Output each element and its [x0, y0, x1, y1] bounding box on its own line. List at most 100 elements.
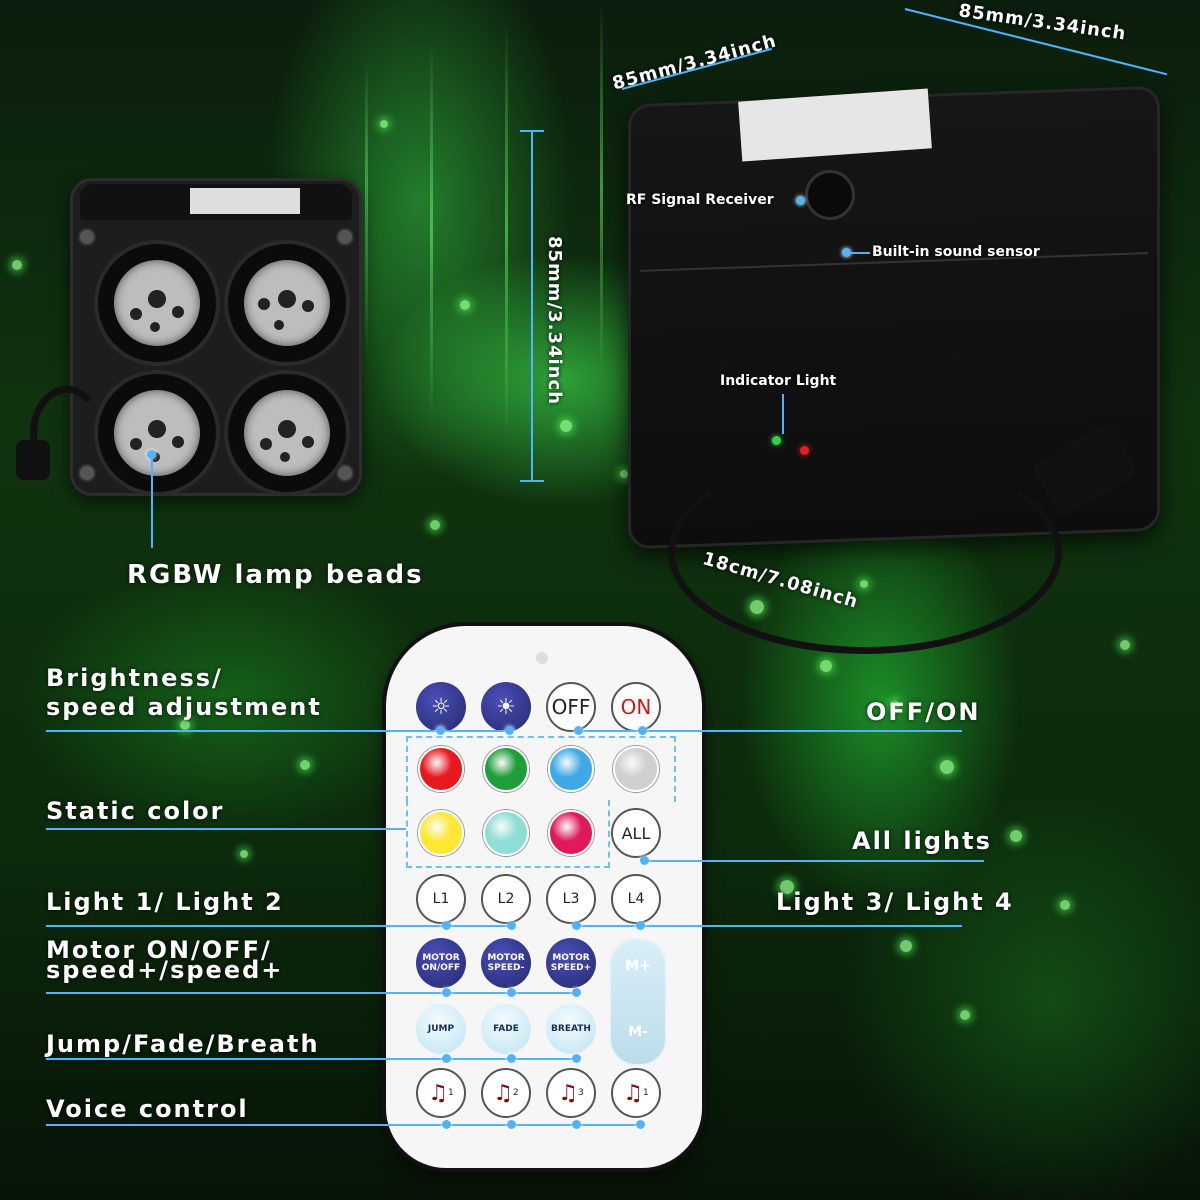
callout-dot — [574, 726, 583, 735]
callout-dot — [572, 988, 581, 997]
dimension-tick — [520, 480, 544, 482]
blue-color-button[interactable] — [546, 744, 596, 794]
rf-receiver-knob — [805, 170, 855, 220]
lamp-port-2 — [224, 240, 350, 366]
brightness-callout-line2: speed adjustment — [46, 693, 322, 721]
music-note-icon: ♫ — [493, 1080, 513, 1106]
callout-dot — [505, 726, 514, 735]
green-led-icon — [772, 436, 781, 445]
screw-icon — [78, 228, 96, 246]
static-color-group — [406, 736, 676, 802]
callout-line — [782, 394, 784, 434]
yellow-color-swatch — [418, 810, 464, 856]
motor-onoff-label-1: MOTOR — [422, 953, 460, 963]
mode-rocker: M+ M- — [609, 938, 667, 1066]
cyan-color-swatch — [483, 810, 529, 856]
offon-callout: OFF/ON — [866, 698, 981, 726]
jump-button[interactable]: JUMP — [416, 1004, 466, 1054]
callout-dot — [442, 1054, 451, 1063]
mode-minus-button[interactable]: M- — [628, 1024, 648, 1040]
motor-callout-line2: speed+/speed+ — [46, 956, 284, 984]
height-dimension-label: 85mm/3.34inch — [544, 235, 566, 406]
yellow-color-button[interactable] — [416, 808, 466, 858]
callout-line — [46, 1124, 642, 1126]
voice-mode-number: 1 — [448, 1088, 454, 1098]
callout-dot — [507, 988, 516, 997]
callout-dot — [842, 248, 851, 257]
off-button[interactable]: OFF — [546, 682, 596, 732]
callout-line — [46, 1058, 578, 1060]
callout-dot — [507, 921, 516, 930]
voice-mode-3-button[interactable]: ♫3 — [546, 1068, 596, 1118]
callout-line — [576, 925, 962, 927]
brightness-up-button[interactable]: ☼ — [416, 682, 466, 732]
motor-speed-plus-label-1: MOTOR — [552, 953, 590, 963]
voice-mode-4-button[interactable]: ♫1 — [611, 1068, 661, 1118]
callout-dot — [638, 726, 647, 735]
motor-callout: Motor ON/OFF/ speed+/speed+ — [46, 938, 284, 984]
voice-mode-2-button[interactable]: ♫2 — [481, 1068, 531, 1118]
light-2-button[interactable]: L2 — [481, 874, 531, 924]
height-dimension-line — [531, 130, 533, 480]
callout-dot — [442, 1120, 451, 1129]
ir-window — [536, 652, 548, 664]
brightness-callout-line1: Brightness/ — [46, 664, 223, 692]
lamp-port-3 — [94, 370, 220, 496]
screw-icon — [336, 464, 354, 482]
width-dimension-right: 85mm/3.34inch — [957, 0, 1128, 45]
brightness-callout: Brightness/ speed adjustment — [46, 664, 322, 722]
callout-line — [151, 456, 153, 548]
music-note-icon: ♫ — [428, 1080, 448, 1106]
green-color-button[interactable] — [481, 744, 531, 794]
rf-receiver-label: RF Signal Receiver — [626, 192, 774, 208]
callout-line — [850, 252, 870, 254]
static-color-callout: Static color — [46, 797, 225, 825]
callout-line — [644, 860, 984, 862]
static-color-group — [406, 800, 610, 868]
sound-sensor-label: Built-in sound sensor — [872, 244, 1040, 260]
on-button[interactable]: ON — [611, 682, 661, 732]
callout-line — [578, 730, 962, 732]
magenta-color-button[interactable] — [546, 808, 596, 858]
callout-dot — [436, 726, 445, 735]
music-note-icon: ♫ — [558, 1080, 578, 1106]
green-color-swatch — [483, 746, 529, 792]
power-cable — [668, 450, 1062, 654]
all-lights-callout: All lights — [852, 827, 992, 855]
light-3-button[interactable]: L3 — [546, 874, 596, 924]
light-1-button[interactable]: L1 — [416, 874, 466, 924]
red-color-button[interactable] — [416, 744, 466, 794]
callout-line — [46, 925, 516, 927]
mode-plus-button[interactable]: M+ — [625, 958, 651, 974]
motor-speed-plus-label-2: SPEED+ — [550, 963, 592, 973]
dc-plug — [16, 440, 50, 480]
callout-line — [46, 828, 406, 830]
indicator-light-label: Indicator Light — [720, 373, 837, 389]
red-led-icon — [800, 446, 809, 455]
callout-dot — [147, 450, 156, 459]
fade-button[interactable]: FADE — [481, 1004, 531, 1054]
sun-down-icon: ☀ — [496, 694, 516, 720]
jump-callout: Jump/Fade/Breath — [46, 1030, 320, 1058]
light12-callout: Light 1/ Light 2 — [46, 888, 284, 916]
music-note-icon: ♫ — [623, 1080, 643, 1106]
breath-button[interactable]: BREATH — [546, 1004, 596, 1054]
power-cord — [30, 386, 104, 480]
voice-mode-1-button[interactable]: ♫1 — [416, 1068, 466, 1118]
cyan-color-button[interactable] — [481, 808, 531, 858]
light-4-button[interactable]: L4 — [611, 874, 661, 924]
brightness-down-button[interactable]: ☀ — [481, 682, 531, 732]
voice-mode-number: 3 — [578, 1088, 584, 1098]
all-lights-button[interactable]: ALL — [611, 808, 661, 858]
light34-callout: Light 3/ Light 4 — [776, 888, 1014, 916]
sun-up-icon: ☼ — [431, 694, 451, 720]
white-color-button[interactable] — [611, 744, 661, 794]
lamp-port-1 — [94, 240, 220, 366]
motor-speed-minus-label-2: SPEED- — [487, 963, 525, 973]
voice-mode-number: 2 — [513, 1088, 519, 1098]
callout-dot — [572, 1120, 581, 1129]
